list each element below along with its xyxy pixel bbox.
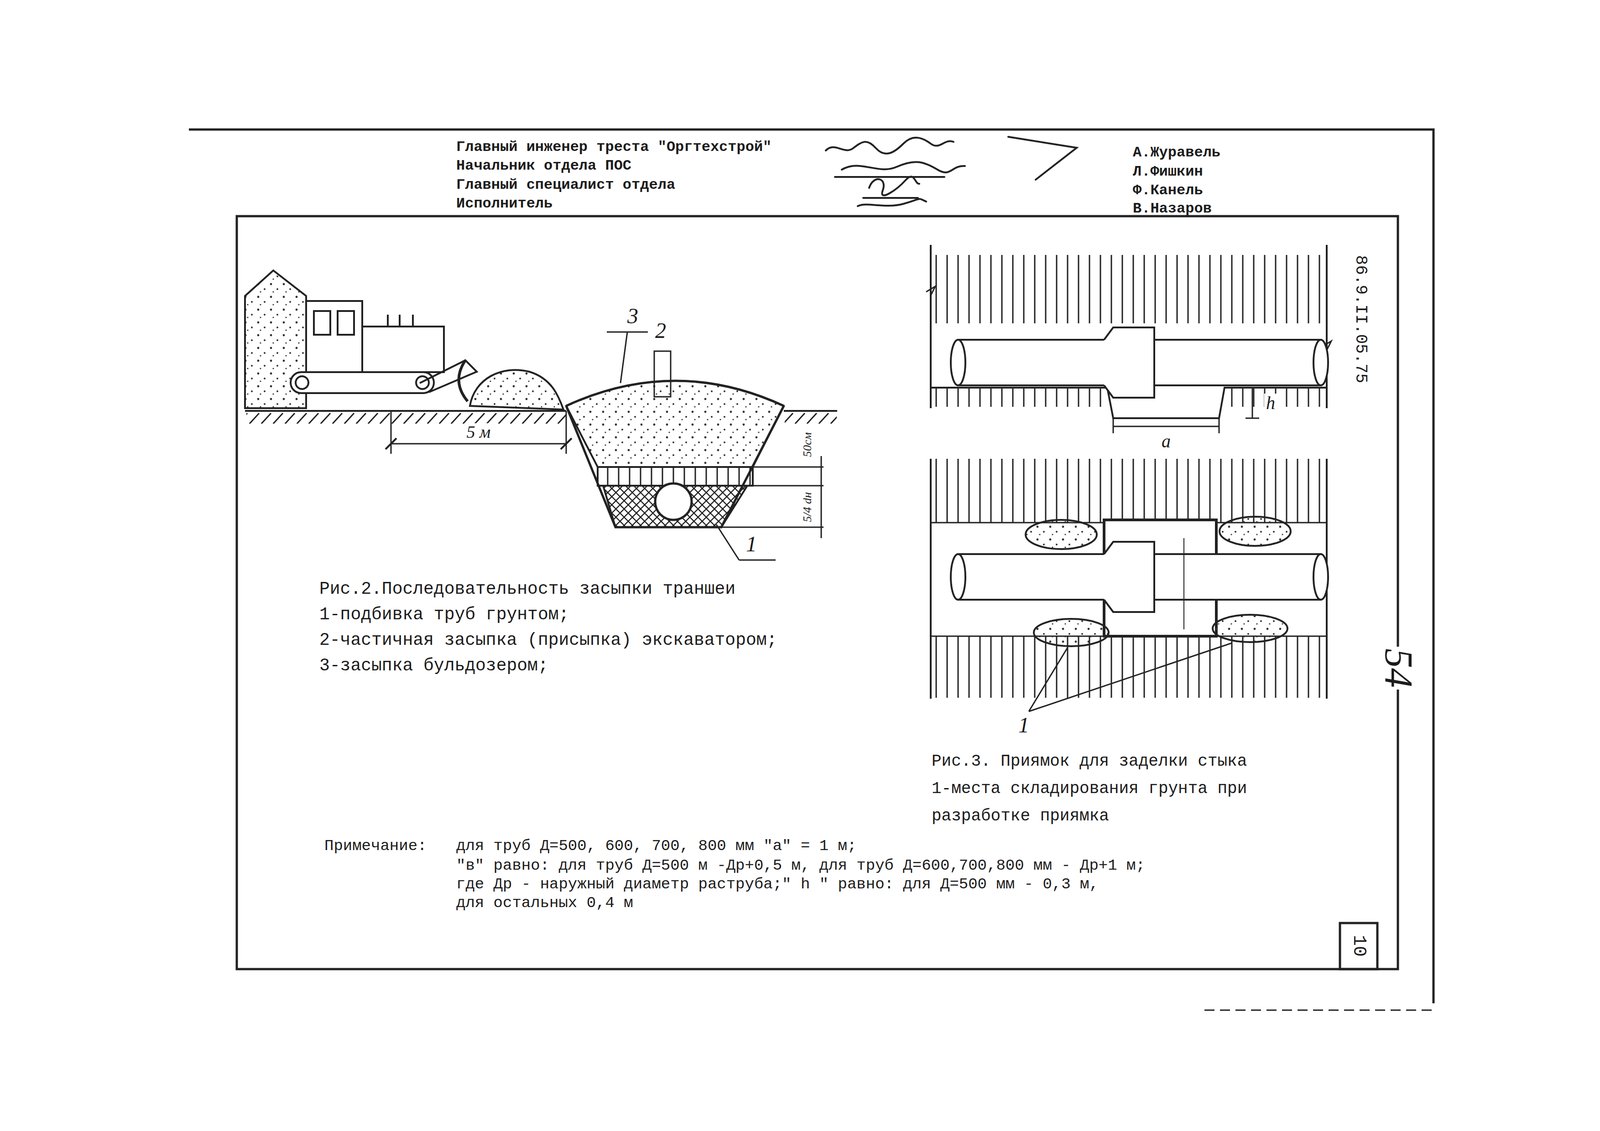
signature-role: Начальник отдела ПОС [456, 158, 632, 174]
leader-line [716, 524, 776, 561]
outer-frame-dash [1204, 1010, 1434, 1012]
sheet-number: 54 [1378, 646, 1420, 690]
exhaust [387, 314, 413, 327]
pipe [1154, 554, 1321, 600]
note-text: для труб Д=500, 600, 700, 800 мм "а" = 1… [456, 838, 857, 855]
caption-item: 1-подбивка труб грунтом; [319, 605, 569, 625]
cabin [306, 301, 363, 373]
signer-name: А.Журавель [1132, 145, 1221, 161]
figure-caption: Рис.3. Приямок для заделки стыка [931, 753, 1247, 771]
callout-number: 3 [627, 304, 639, 328]
ground-hatch [246, 411, 566, 424]
dimension: 5 м [464, 423, 493, 442]
blade-arm [419, 360, 477, 393]
soil-pile [1219, 516, 1291, 547]
ground-hatch [784, 411, 837, 424]
signatures [825, 136, 1077, 207]
soil-hatch [931, 388, 1108, 407]
signature [863, 176, 920, 199]
track-wheel [295, 376, 309, 390]
panel-edge [930, 458, 1327, 699]
soil-hatch [931, 458, 1326, 523]
inner-frame [236, 216, 1398, 970]
leader-line [606, 332, 648, 384]
track [290, 372, 434, 394]
dimension: 5/4 dн [801, 490, 814, 525]
leader-marker [654, 351, 671, 397]
callout-number: 1 [745, 532, 757, 556]
note-text: где Др - наружный диаметр раструба;" h "… [456, 876, 1099, 894]
signature-role: Главный специалист отдела [456, 177, 676, 193]
trench-walls [566, 406, 784, 528]
axis-line [1183, 538, 1185, 630]
dimension-line [1113, 418, 1220, 434]
signer-name: Л.Фишкин [1132, 164, 1204, 180]
pipe-socket [1104, 327, 1155, 398]
pipe [958, 554, 1109, 600]
dimension: h [1264, 393, 1277, 413]
dimension: а [1159, 432, 1173, 452]
pipe-end [950, 339, 966, 386]
backfill-bulldozer [566, 380, 784, 468]
pipe-end [950, 554, 966, 600]
caption-item: 2-частичная засыпка (присыпка) экскавато… [319, 631, 777, 650]
soil-pile [1025, 520, 1097, 550]
dimension-line [390, 411, 567, 454]
pipe-socket [1104, 542, 1155, 613]
leader-line [1028, 643, 1232, 712]
soil-hatch [931, 636, 1326, 699]
sheet-frame [188, 129, 1434, 1011]
document-code: 86.9.II.05.75 [1351, 255, 1370, 384]
page-number: 10 [1349, 935, 1369, 958]
dimension-line [1245, 387, 1260, 419]
outer-frame [188, 129, 1434, 1004]
blade [458, 360, 468, 402]
pipe-end [1313, 554, 1329, 600]
figure-3 [926, 244, 1332, 712]
pipe [958, 339, 1109, 386]
callout-number: 1 [1018, 714, 1030, 737]
window [313, 311, 331, 335]
dimension-line [721, 456, 824, 539]
page-number-box [1339, 923, 1378, 970]
signature-role: Исполнитель [456, 196, 553, 212]
pipe-end [1313, 339, 1329, 386]
signer-name: В.Назаров [1132, 201, 1212, 217]
note-text: для остальных 0,4 м [456, 895, 634, 913]
signature-role: Главный инженер треста "Оргтехстрой" [456, 139, 772, 156]
soil-hatch [931, 255, 1326, 324]
callout-number: 2 [655, 319, 667, 343]
window [337, 311, 355, 335]
figure-2 [244, 270, 838, 561]
pipe [655, 483, 692, 521]
signature [857, 198, 927, 207]
panel-edge [930, 244, 1327, 409]
soil-pile [1033, 619, 1109, 647]
caption-item: 1-места складирования грунта при [931, 780, 1247, 798]
signature [825, 136, 1077, 180]
note-heading: Примечание: [324, 838, 427, 855]
dimension: 50см [801, 430, 814, 459]
soil-pile [469, 370, 564, 410]
pipe [1154, 339, 1321, 386]
caption-item: разработке приямка [931, 807, 1110, 826]
signer-name: Ф.Канель [1132, 182, 1204, 199]
signature [834, 161, 965, 178]
note-text: "в" равно: для труб Д=500 м -Др+0,5 м, д… [456, 858, 1146, 875]
backfill-surface [566, 380, 784, 407]
soil-pile [1212, 614, 1288, 643]
engine [362, 326, 444, 373]
caption-item: 3-засыпка бульдозером; [319, 656, 549, 676]
figure-caption: Рис.2.Последовательность засыпки траншеи [319, 580, 736, 599]
